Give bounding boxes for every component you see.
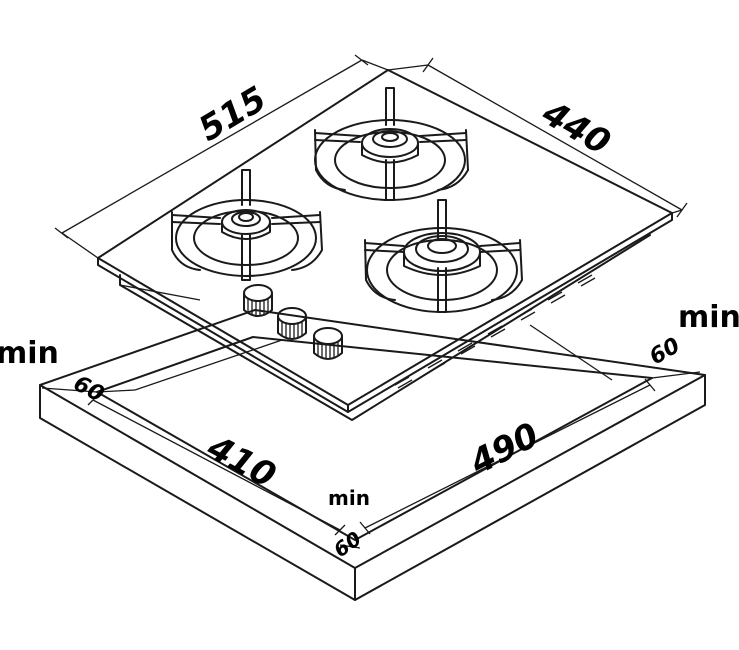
right-clearance-label: 60 xyxy=(646,333,685,370)
burner-left xyxy=(171,169,323,281)
hob-depth-label: 440 xyxy=(535,93,617,164)
burner-back xyxy=(314,87,469,201)
knob-1 xyxy=(243,284,273,317)
min-front-label: min xyxy=(328,486,370,510)
worktop-frame xyxy=(39,309,706,601)
control-slots xyxy=(394,274,596,389)
hob-width-label: 515 xyxy=(192,79,273,150)
left-clearance-label: 60 xyxy=(69,371,108,407)
burner-right xyxy=(364,199,523,313)
dimension-lines xyxy=(41,54,701,549)
min-left-label: min xyxy=(0,336,59,371)
knob-3 xyxy=(313,327,343,360)
min-right-label: min xyxy=(678,300,739,335)
knob-2 xyxy=(277,307,307,340)
